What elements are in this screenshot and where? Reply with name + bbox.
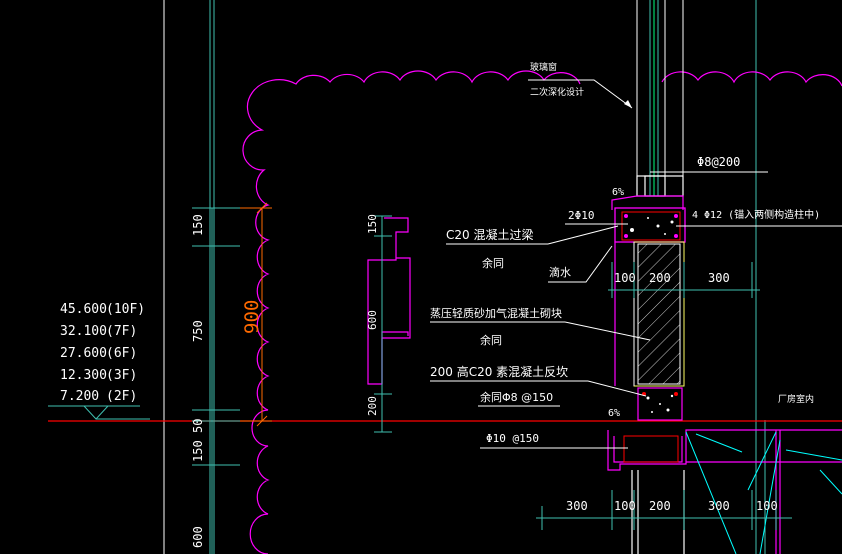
block-sub-label: 余同 bbox=[480, 333, 502, 347]
bottom-dim-100-right: 100 bbox=[756, 499, 778, 513]
rebar-2phi10-label: 2Φ10 bbox=[568, 209, 595, 222]
top-dimension-chain bbox=[608, 262, 760, 298]
level-floor: (3F) bbox=[106, 368, 137, 383]
dimension-900 bbox=[240, 202, 272, 427]
level-elev: 7.200 bbox=[60, 389, 99, 404]
drip-leader bbox=[548, 245, 613, 283]
beam-sub-label: 余同 bbox=[482, 256, 504, 270]
block-leader-diag bbox=[564, 321, 651, 341]
drip-label: 滴水 bbox=[549, 265, 571, 279]
kerb-leader-diag bbox=[587, 380, 647, 397]
dim-600: 600 bbox=[191, 526, 205, 548]
rebar-top-label: Φ8@200 bbox=[697, 155, 740, 169]
slope-bottom-label: 6% bbox=[608, 408, 620, 419]
rebar-4phi12-label: 4 Φ12 (锚入两侧构造柱中) bbox=[692, 208, 820, 221]
slope-top-label: 6% bbox=[612, 187, 624, 198]
level-symbol bbox=[48, 405, 150, 420]
profile-dim-150: 150 bbox=[366, 214, 379, 234]
bottom-dim-200: 200 bbox=[649, 499, 671, 513]
dim-150-bottom: 150 bbox=[191, 440, 205, 462]
bottom-dim-100-left: 100 bbox=[614, 499, 636, 513]
top-dimension-text: 100 200 300 bbox=[614, 271, 730, 285]
dim-50: 50 bbox=[191, 419, 205, 433]
left-dimension-text: 150 750 50 150 600 bbox=[191, 214, 205, 548]
bottom-dim-300-right: 300 bbox=[708, 499, 730, 513]
glass-leader-arrow bbox=[624, 100, 632, 108]
beam-label: C20 混凝土过梁 bbox=[446, 227, 533, 242]
dim-900-label: 900 bbox=[241, 300, 263, 334]
indoor-label: 厂房室内 bbox=[778, 393, 814, 405]
level-floor: (6F) bbox=[106, 346, 137, 361]
beam-leader-diag bbox=[547, 225, 619, 245]
profile-dimension bbox=[374, 215, 392, 433]
level-elev: 32.100 bbox=[60, 324, 107, 339]
dim-150-top: 150 bbox=[191, 214, 205, 236]
lintel-beam bbox=[614, 207, 686, 243]
window-sill bbox=[611, 175, 684, 210]
glass-leader bbox=[528, 79, 633, 109]
level-floor: (7F) bbox=[106, 324, 137, 339]
profile-dimension-text: 150 600 200 bbox=[366, 214, 379, 416]
profile-sketch bbox=[367, 217, 411, 385]
block-label: 蒸压轻质砂加气混凝土砌块 bbox=[430, 306, 562, 320]
dim-100: 100 bbox=[614, 271, 636, 285]
dim-750: 750 bbox=[191, 320, 205, 342]
level-elev: 12.300 bbox=[60, 368, 107, 383]
concrete-kerb bbox=[637, 387, 683, 421]
bottom-dimension-chain bbox=[536, 490, 792, 530]
kerb-sub-label: 余同Φ8 @150 bbox=[480, 390, 553, 404]
level-table: 45.600 (10F) 32.100 (7F) 27.600 (6F) 12.… bbox=[60, 302, 145, 404]
secondary-design-label: 二次深化设计 bbox=[530, 86, 584, 98]
level-floor: (2F) bbox=[106, 389, 137, 404]
level-elev: 45.600 bbox=[60, 302, 107, 317]
floor-slab bbox=[607, 429, 842, 554]
profile-dim-200: 200 bbox=[366, 396, 379, 416]
bottom-dim-300-left: 300 bbox=[566, 499, 588, 513]
revision-cloud bbox=[242, 70, 842, 554]
block-wall bbox=[614, 241, 685, 387]
kerb-label: 200 高C20 素混凝土反坎 bbox=[430, 364, 568, 379]
rebar-bottom-label: Φ10 @150 bbox=[486, 432, 539, 445]
profile-dim-600: 600 bbox=[366, 310, 379, 330]
level-floor: (10F) bbox=[106, 302, 145, 317]
dim-300: 300 bbox=[708, 271, 730, 285]
left-dimension-chain bbox=[192, 207, 240, 554]
window-frame-lines bbox=[636, 0, 684, 196]
slab-rebar-diagonals bbox=[685, 431, 842, 554]
dim-200: 200 bbox=[649, 271, 671, 285]
bottom-dimension-text: 300 100 200 300 100 bbox=[566, 499, 778, 513]
glass-window-label: 玻璃窗 bbox=[530, 61, 557, 73]
level-elev: 27.600 bbox=[60, 346, 107, 361]
